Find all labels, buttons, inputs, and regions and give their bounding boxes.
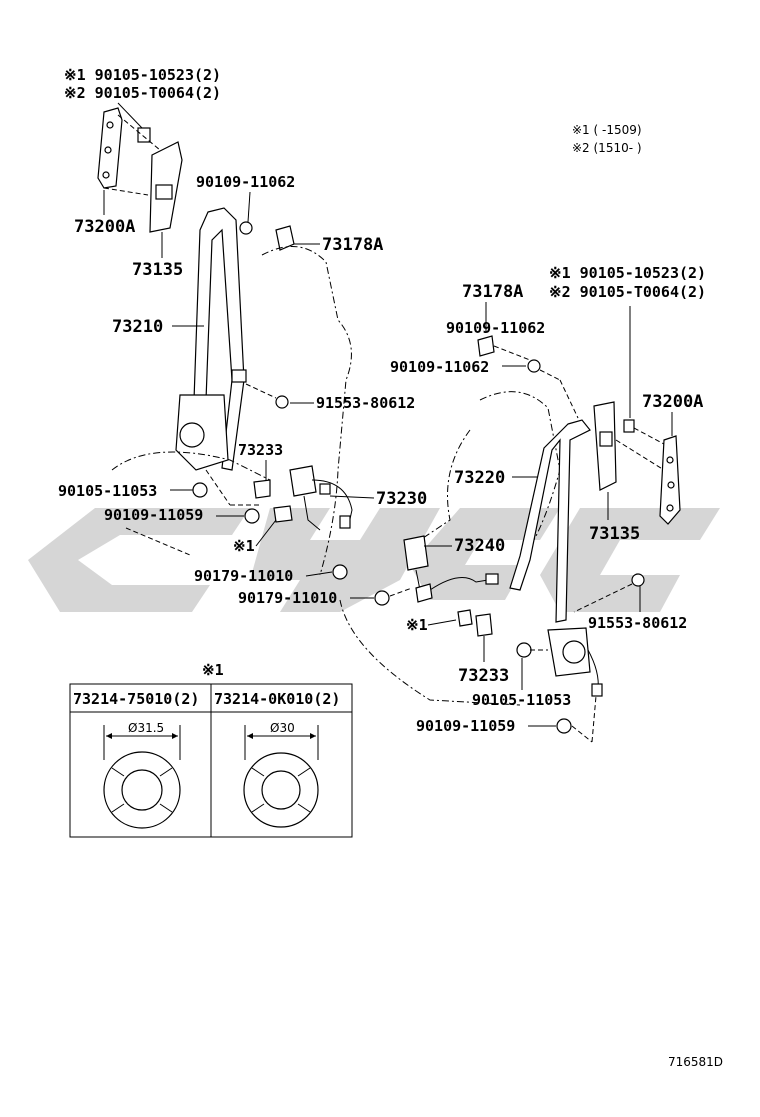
- label-left-90179-11010: 90179-11010: [194, 567, 293, 585]
- label-right-73135: 73135: [589, 524, 640, 544]
- right-floor-bolt: [556, 718, 572, 734]
- label-left-91553-80612: 91553-80612: [316, 394, 415, 412]
- inset-col2-header: 73214-0K010(2): [214, 690, 340, 708]
- inset-note-mark: ※1: [202, 661, 224, 679]
- washer-2-inner: [261, 770, 301, 810]
- label-right-90109-11062b: 90109-11062: [390, 358, 489, 376]
- label-left-bolt-alt2: ※2 90105-T0064(2): [64, 84, 221, 102]
- right-retractor-bolt: [516, 642, 532, 658]
- right-buckle-nut: [374, 590, 390, 606]
- label-left-73135: 73135: [132, 260, 183, 280]
- label-left-73230: 73230: [376, 489, 427, 509]
- left-buckle-nut: [332, 564, 348, 580]
- right-anchor-cover: [477, 335, 495, 357]
- left-shoulder-bolt: [239, 221, 253, 235]
- right-lower-mount-bolt: [631, 573, 645, 587]
- label-right-90105-11053: 90105-11053: [472, 691, 571, 709]
- right-belt-webbing: [509, 419, 591, 623]
- label-left-73210: 73210: [112, 317, 163, 337]
- left-anchor-cap: [253, 479, 271, 499]
- label-right-90109-11059: 90109-11059: [416, 717, 515, 735]
- label-right-90179-11010: 90179-11010: [238, 589, 337, 607]
- legend-note-2: ※2 (1510- ): [572, 141, 642, 155]
- label-left-73233: 73233: [238, 441, 283, 459]
- label-right-91553-80612: 91553-80612: [588, 614, 687, 632]
- label-left-90109-11062: 90109-11062: [196, 173, 295, 191]
- label-right-bolt-alt1: ※1 90105-10523(2): [549, 264, 706, 282]
- label-right-73200A: 73200A: [642, 392, 703, 412]
- label-right-73178A: 73178A: [462, 282, 523, 302]
- label-left-bolt-alt1: ※1 90105-10523(2): [64, 66, 221, 84]
- label-right-90109-11062a: 90109-11062: [446, 319, 545, 337]
- washer-inset-table: ※1 73214-75010(2) 73214-0K010(2) Ø31.5 Ø…: [69, 661, 353, 838]
- left-top-bolt: [137, 127, 151, 143]
- inset-col1-header: 73214-75010(2): [73, 690, 199, 708]
- left-seatbelt-assembly: ※1 90105-10523(2) ※2 90105-T0064(2) 7320…: [58, 66, 427, 585]
- label-right-73233: 73233: [458, 666, 509, 686]
- legend-note-1: ※1 ( -1509): [572, 123, 642, 137]
- inset-dim1: Ø31.5: [128, 721, 164, 735]
- drawing-code: 716581D: [668, 1055, 723, 1069]
- right-anchor-cap: [475, 613, 493, 637]
- left-upper-mount-bolt: [275, 395, 289, 409]
- left-retractor-bolt: [192, 482, 208, 498]
- left-floor-bolt: [244, 508, 260, 524]
- label-right-note1: ※1: [406, 616, 428, 634]
- label-left-90105-11053: 90105-11053: [58, 482, 157, 500]
- label-right-73220: 73220: [454, 468, 505, 488]
- label-right-73240: 73240: [454, 536, 505, 556]
- label-left-73178A: 73178A: [322, 235, 383, 255]
- right-adjuster-rail: [659, 435, 681, 525]
- left-buckle-73230: [289, 465, 317, 497]
- watermark-logo: [28, 508, 720, 612]
- label-left-note1: ※1: [233, 537, 255, 555]
- washer-1-inner: [121, 769, 163, 811]
- right-buckle-73240: [403, 535, 429, 571]
- right-seatbelt-assembly: ※1 90105-10523(2) ※2 90105-T0064(2) 7317…: [238, 264, 706, 743]
- right-top-bolt: [623, 419, 635, 433]
- label-left-90109-11059: 90109-11059: [104, 506, 203, 524]
- label-right-bolt-alt2: ※2 90105-T0064(2): [549, 283, 706, 301]
- right-shoulder-bolt: [527, 359, 541, 373]
- left-seat-outline: [111, 246, 352, 576]
- inset-dim2: Ø30: [270, 721, 295, 735]
- label-left-73200A: 73200A: [74, 217, 135, 237]
